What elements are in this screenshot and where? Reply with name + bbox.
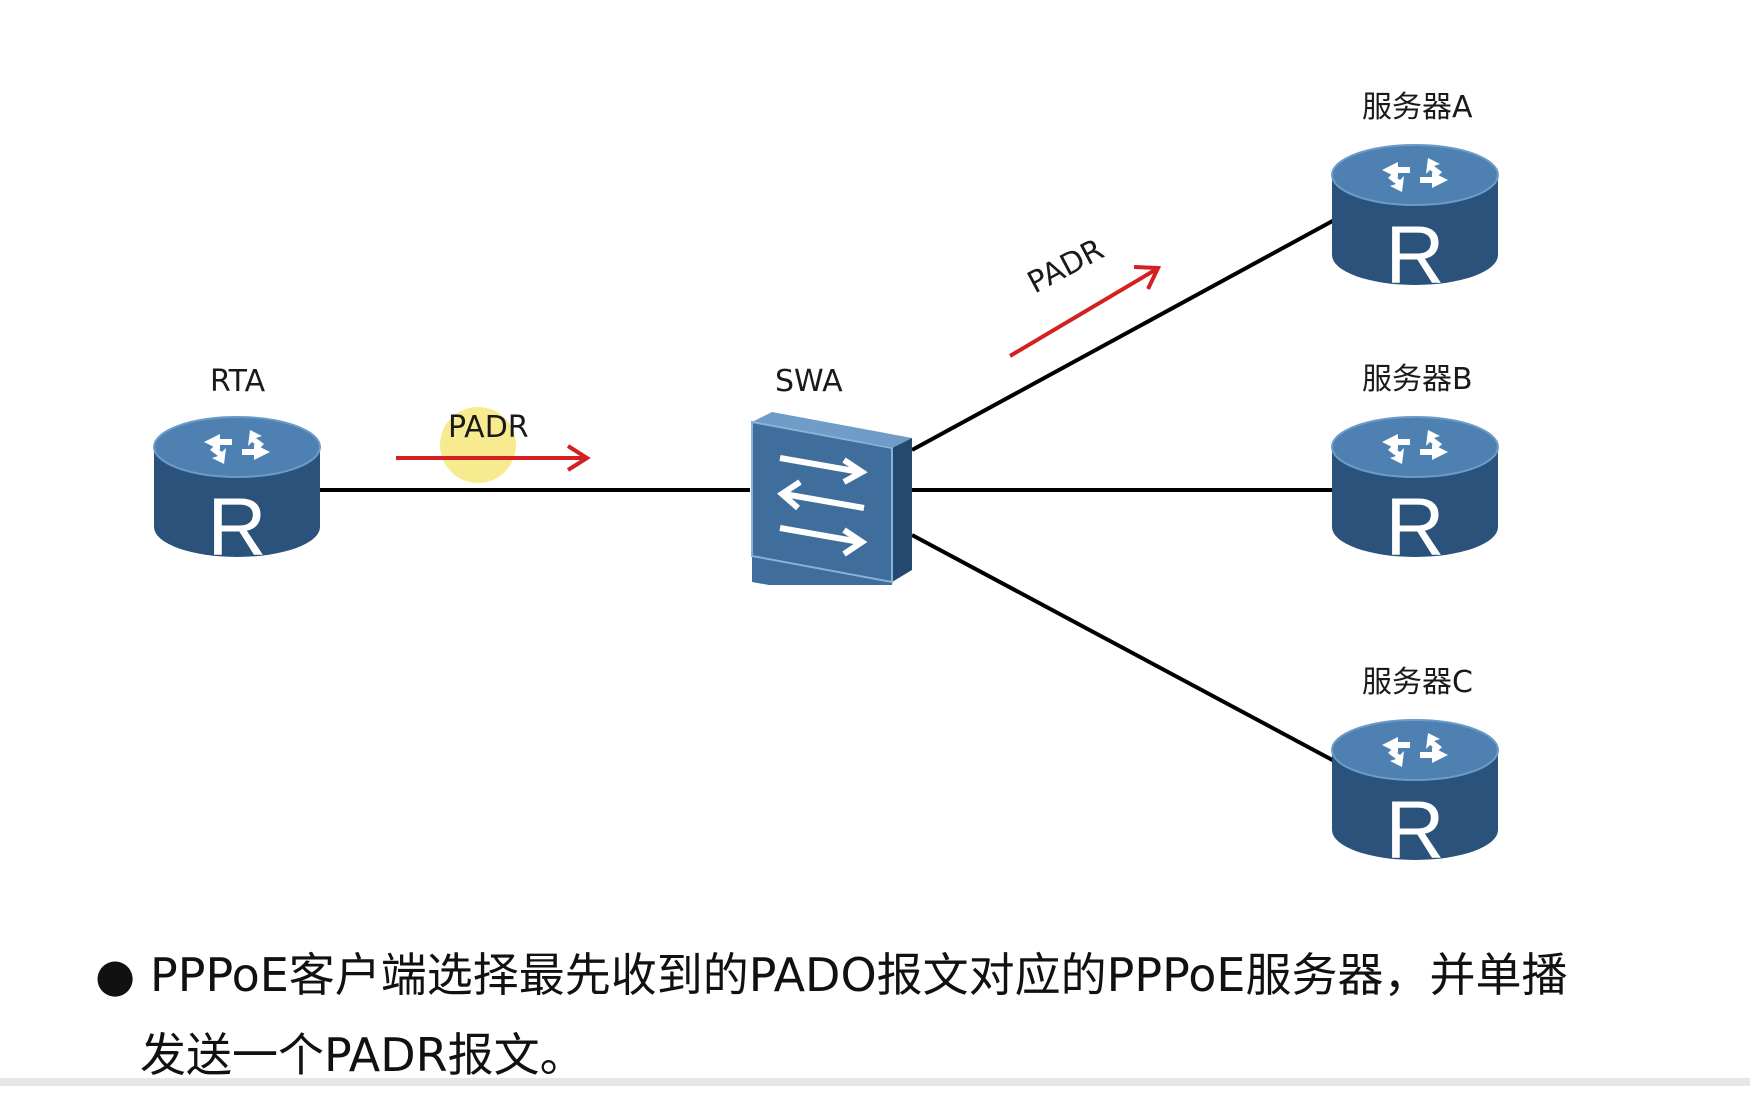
router-glyph: R bbox=[1385, 482, 1444, 567]
switch-icon bbox=[751, 412, 912, 607]
router-glyph: R bbox=[207, 482, 266, 567]
caption-line-2: 发送一个PADR报文。 bbox=[140, 1028, 586, 1082]
switch-swa bbox=[742, 410, 912, 607]
router-server-a: R bbox=[1330, 140, 1500, 301]
caption-line-1: PPPoE客户端选择最先收到的PADO报文对应的PPPoE服务器，并单播 bbox=[150, 948, 1568, 1002]
router-icon: R bbox=[1331, 719, 1499, 876]
label-rta: RTA bbox=[210, 364, 266, 399]
arrow-icon bbox=[396, 444, 591, 472]
link-swa-server-a bbox=[911, 216, 1339, 452]
label-server-a: 服务器A bbox=[1362, 90, 1473, 125]
caption: ● PPPoE客户端选择最先收到的PADO报文对应的PPPoE服务器，并单播 发… bbox=[95, 935, 1695, 1095]
label-server-c: 服务器C bbox=[1362, 665, 1473, 700]
router-glyph: R bbox=[1385, 210, 1444, 295]
arrow-icon bbox=[1008, 265, 1162, 358]
message-label-left: PADR bbox=[448, 410, 529, 445]
label-swa: SWA bbox=[775, 364, 843, 399]
bullet-icon: ● bbox=[95, 948, 136, 1002]
router-icon: R bbox=[1331, 416, 1499, 573]
router-icon: R bbox=[153, 416, 321, 573]
router-icon: R bbox=[1331, 144, 1499, 301]
router-glyph: R bbox=[1385, 785, 1444, 870]
router-server-b: R bbox=[1330, 412, 1500, 573]
router-rta: R bbox=[152, 412, 322, 573]
bottom-scrollbar bbox=[0, 1078, 1750, 1086]
router-server-c: R bbox=[1330, 715, 1500, 876]
link-swa-server-c bbox=[911, 533, 1339, 765]
cursor-highlight bbox=[440, 407, 516, 483]
label-server-b: 服务器B bbox=[1362, 362, 1473, 397]
